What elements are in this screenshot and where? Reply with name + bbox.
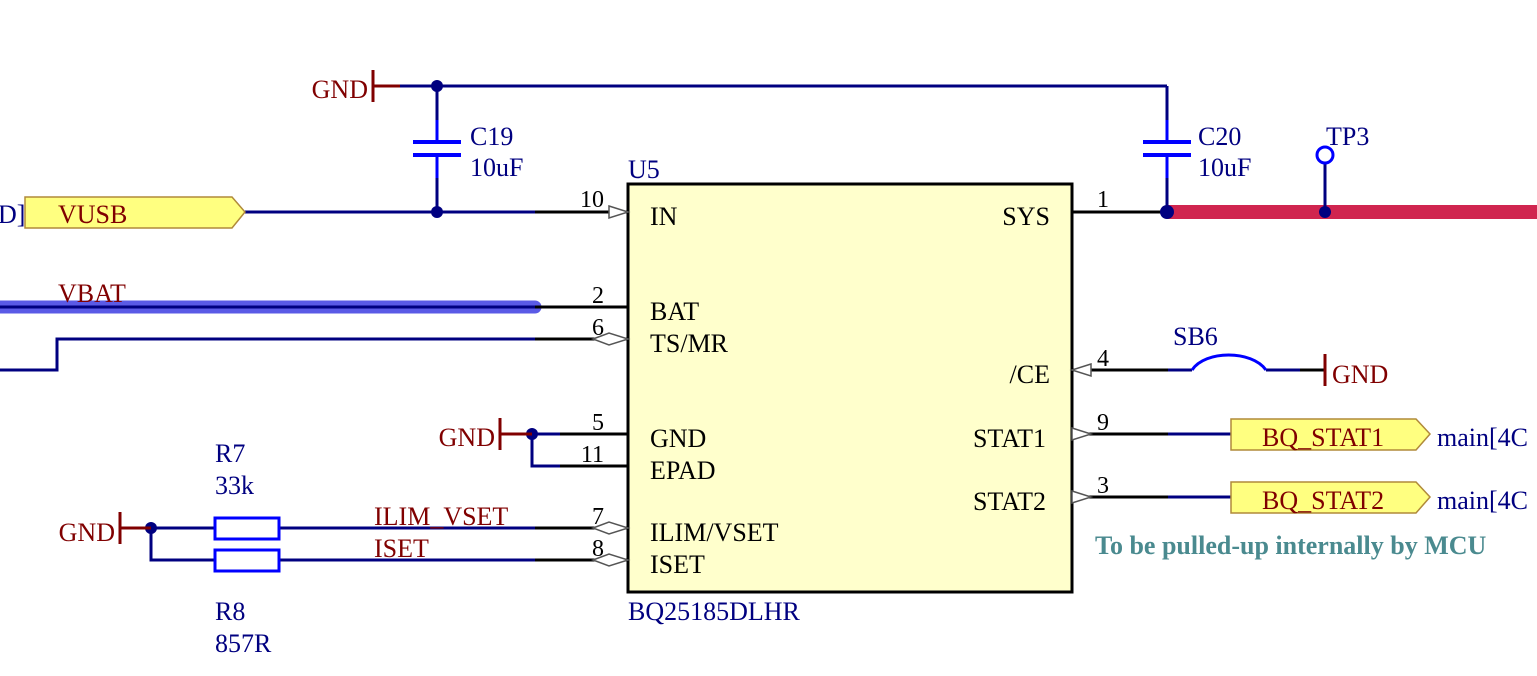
pin-name-ts-mr: TS/MR (650, 329, 729, 358)
pin-name-stat1: STAT1 (973, 424, 1046, 453)
capacitor-c19[interactable] (413, 120, 461, 178)
c19-value: 10uF (470, 153, 523, 182)
chip-designator: U5 (628, 155, 660, 184)
pin-number-11: 11 (581, 442, 604, 468)
pin-name-ce: /CE (1010, 360, 1050, 389)
output-arrow-stat2 (1071, 489, 1094, 505)
pin-number-2: 2 (592, 283, 604, 309)
bq-stat2-sheet-ref[interactable]: main[4C (1437, 486, 1528, 515)
pin-name-epad: EPAD (650, 456, 716, 485)
r8-value: 857R (215, 629, 272, 658)
pin-number-8: 8 (592, 536, 604, 562)
c19-designator: C19 (470, 122, 513, 151)
pin-name-ilim-vset: ILIM/VSET (650, 518, 779, 547)
test-point-tp3[interactable] (1315, 145, 1335, 165)
chip-body-u5[interactable] (626, 182, 1074, 594)
pin-arrows (590, 204, 1094, 567)
port-bq-stat2[interactable]: BQ_STAT2 (1230, 481, 1432, 515)
gnd-symbol-resistors[interactable] (118, 512, 151, 544)
pin-name-sys: SYS (1002, 202, 1050, 231)
port-bq-stat2-label: BQ_STAT2 (1262, 486, 1384, 515)
bidir-arrow-iset (590, 553, 631, 567)
r8-designator: R8 (215, 597, 245, 626)
solder-bridge-sb6[interactable] (1190, 353, 1268, 371)
net-label-ilim-vset: ILIM_VSET (374, 502, 508, 531)
gnd-symbol-top[interactable] (371, 70, 400, 102)
port-bq-stat1[interactable]: BQ_STAT1 (1230, 418, 1432, 452)
r7-value: 33k (215, 471, 254, 500)
c20-designator: C20 (1198, 122, 1241, 151)
pin-name-iset: ISET (650, 550, 705, 579)
bidir-arrow-ts (590, 332, 631, 346)
c20-value: 10uF (1198, 153, 1251, 182)
input-arrow-ce (1069, 362, 1092, 378)
pin-name-in: IN (650, 202, 678, 231)
net-label-vbat: VBAT (58, 279, 126, 308)
pin-name-gnd: GND (650, 424, 706, 453)
resistor-r7[interactable] (213, 516, 281, 541)
net-label-iset: ISET (374, 534, 429, 563)
output-arrow-stat1 (1071, 426, 1094, 442)
pin-number-9: 9 (1097, 410, 1109, 436)
input-arrow-in (608, 204, 631, 220)
gnd-symbol-chip[interactable] (498, 418, 532, 450)
bq-stat1-sheet-ref[interactable]: main[4C (1437, 423, 1528, 452)
pin-name-stat2: STAT2 (973, 487, 1046, 516)
gnd-label-sb6: GND (1332, 360, 1388, 389)
junction-dots (145, 80, 1331, 534)
sb6-designator: SB6 (1173, 322, 1218, 351)
pin-number-10: 10 (580, 187, 604, 213)
tp3-designator: TP3 (1326, 122, 1369, 151)
r7-designator: R7 (215, 439, 245, 468)
pin-number-1: 1 (1097, 187, 1109, 213)
gnd-label-top: GND (312, 75, 368, 104)
capacitor-c20[interactable] (1143, 120, 1191, 178)
annotation-note: To be pulled-up internally by MCU (1095, 531, 1487, 560)
bidir-arrow-ilim (590, 521, 631, 535)
chip-part-number: BQ25185DLHR (628, 597, 801, 626)
port-vusb[interactable]: VUSB (24, 196, 246, 229)
vusb-sheet-ref-fragment: D] (0, 200, 25, 229)
port-bq-stat1-label: BQ_STAT1 (1262, 423, 1384, 452)
pin-number-6: 6 (592, 315, 604, 341)
port-vusb-label: VUSB (58, 200, 127, 229)
pin-number-5: 5 (592, 410, 604, 436)
pin-name-bat: BAT (650, 297, 699, 326)
gnd-label-resistors: GND (59, 518, 115, 547)
pin-number-7: 7 (592, 504, 604, 530)
gnd-label-chip: GND (439, 423, 495, 452)
pin-number-4: 4 (1097, 346, 1109, 372)
resistor-r8[interactable] (213, 548, 281, 573)
pin-number-3: 3 (1097, 473, 1109, 499)
